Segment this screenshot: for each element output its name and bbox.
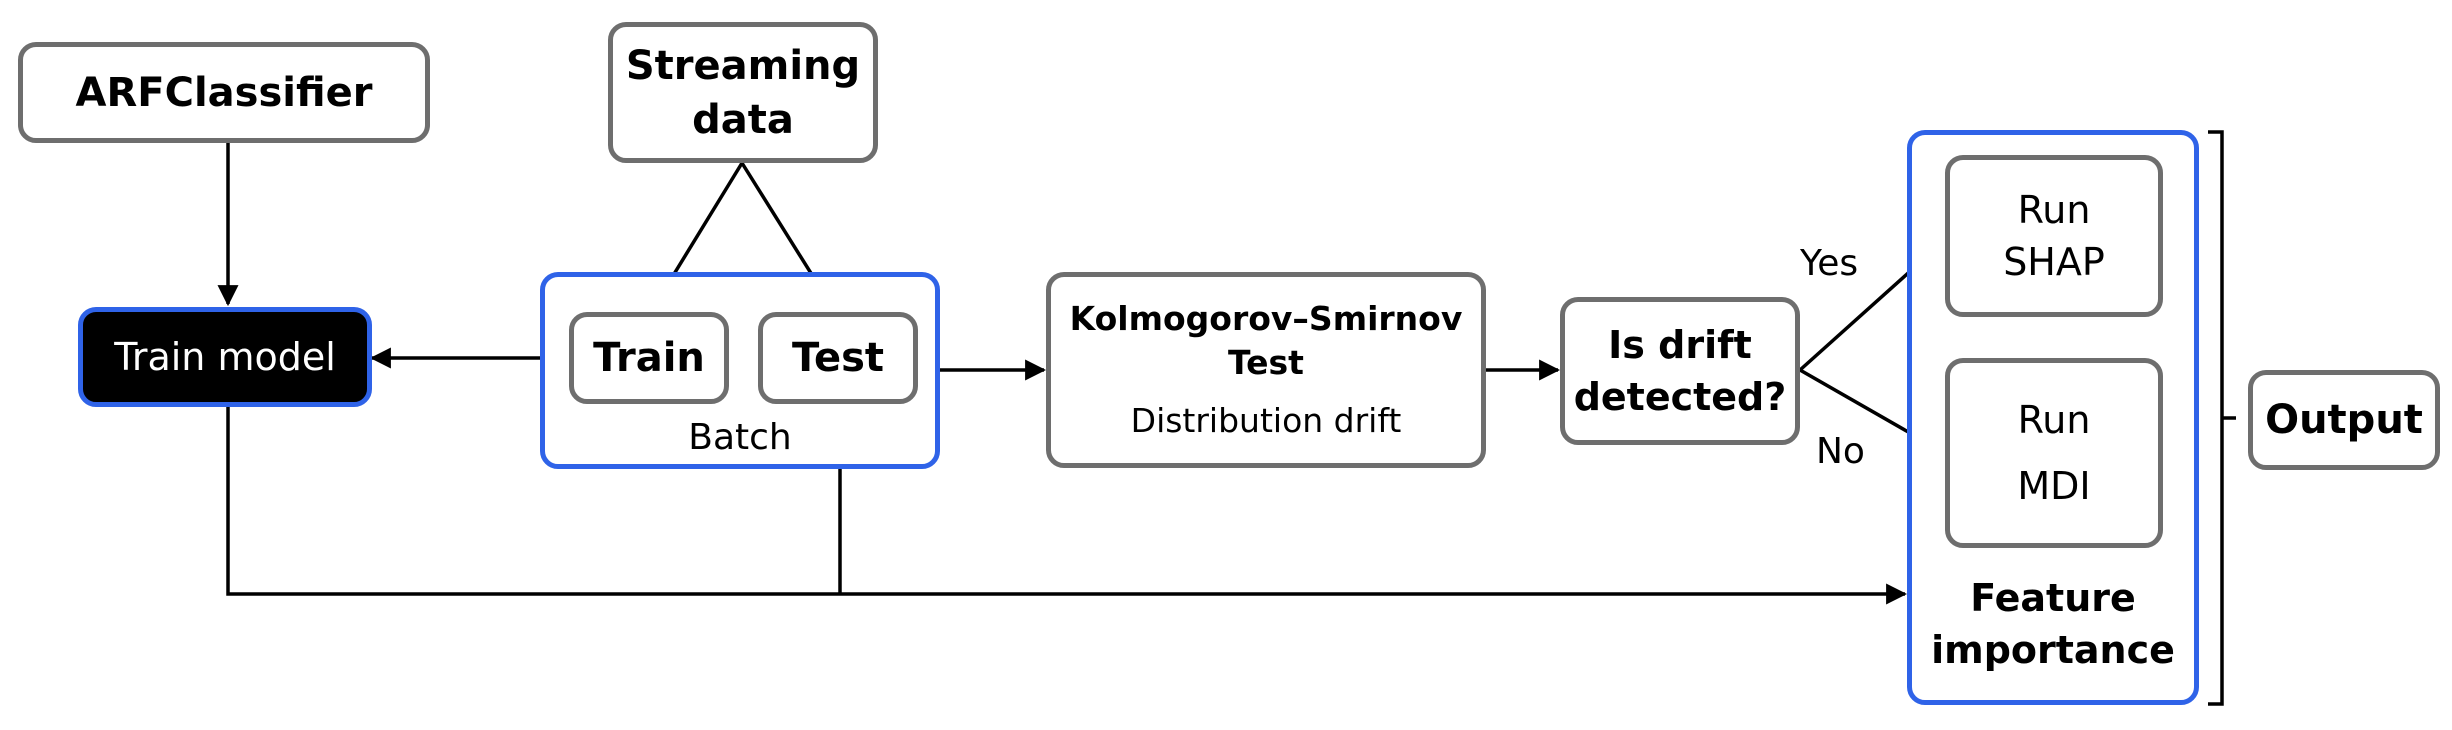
ks-test-title-line1: Kolmogorov–Smirnov: [1069, 299, 1463, 338]
run-mdi-node: Run MDI: [1945, 358, 2163, 548]
drift-decision-line2: detected?: [1573, 375, 1787, 419]
ks-test-node: Kolmogorov–Smirnov Test Distribution dri…: [1046, 272, 1486, 468]
run-shap-node: Run SHAP: [1945, 155, 2163, 317]
train-model-node: Train model: [78, 307, 372, 407]
streaming-data-label-line2: data: [692, 96, 794, 143]
output-bracket: [2208, 130, 2236, 706]
arf-classifier-label: ARFClassifier: [75, 69, 373, 116]
no-edge-label: No: [1816, 431, 1865, 472]
streaming-data-node: Streaming data: [608, 22, 878, 163]
test-node: Test: [758, 312, 918, 404]
run-mdi-line2: MDI: [2017, 464, 2091, 508]
run-shap-line1: Run: [2017, 188, 2091, 232]
batch-label: Batch: [688, 417, 792, 458]
run-mdi-line1: Run: [2017, 398, 2091, 442]
train-model-label: Train model: [114, 335, 336, 379]
feature-importance-line1: Feature: [1970, 576, 2136, 620]
output-label: Output: [2265, 397, 2423, 443]
drift-decision-line1: Is drift: [1608, 323, 1752, 367]
ks-test-subtitle: Distribution drift: [1130, 401, 1402, 440]
streaming-data-label-line1: Streaming: [625, 42, 861, 89]
ks-test-title-line2: Test: [1228, 343, 1304, 382]
yes-edge-label: Yes: [1800, 243, 1859, 284]
arf-classifier-node: ARFClassifier: [18, 42, 430, 143]
train-node: Train: [569, 312, 729, 404]
feature-importance-line2: importance: [1931, 628, 2175, 672]
test-label: Test: [791, 335, 885, 381]
output-node: Output: [2248, 370, 2440, 470]
run-shap-line2: SHAP: [2003, 240, 2105, 284]
line-train-model-to-bottom: [226, 407, 1908, 605]
drift-decision-node: Is drift detected?: [1560, 297, 1800, 445]
train-label: Train: [593, 335, 705, 381]
